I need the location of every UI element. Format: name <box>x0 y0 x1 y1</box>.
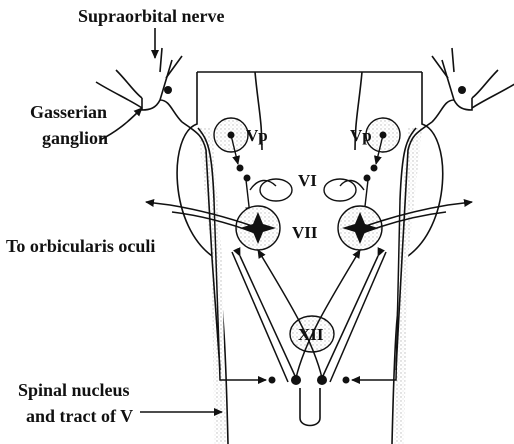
left-peripheral-nerve <box>96 48 220 370</box>
supraorbital-nerve-label: Supraorbital nerve <box>78 6 225 26</box>
orbicularis-oculi-label: To orbicularis oculi <box>6 236 155 256</box>
vp-right-label: Vp <box>350 126 372 145</box>
right-interneuron-cell-2 <box>364 175 371 182</box>
spinal-nucleus-cells <box>269 375 350 385</box>
nucleus-vi-label: VI <box>298 171 317 190</box>
nucleus-xii-label: XII <box>298 325 324 344</box>
left-interneuron-cell <box>237 165 244 172</box>
right-interneuron-cell <box>371 165 378 172</box>
spinal-nucleus-label-line1: Spinal nucleus <box>18 380 130 400</box>
left-vp-nucleus <box>214 118 250 215</box>
spinal-nucleus-label-line2: and tract of V <box>26 406 133 426</box>
label-arrows <box>100 28 222 412</box>
nucleus-vii-label: VII <box>292 223 318 242</box>
gasserian-ganglion-label-line2: ganglion <box>42 128 108 148</box>
left-ganglion-cell <box>164 86 172 94</box>
left-interneuron-cell-2 <box>244 175 251 182</box>
right-peripheral-nerve <box>396 48 514 370</box>
vp-left-label: Vp <box>246 126 268 145</box>
right-ganglion-cell <box>458 86 466 94</box>
gasserian-ganglion-label-line1: Gasserian <box>30 102 107 122</box>
